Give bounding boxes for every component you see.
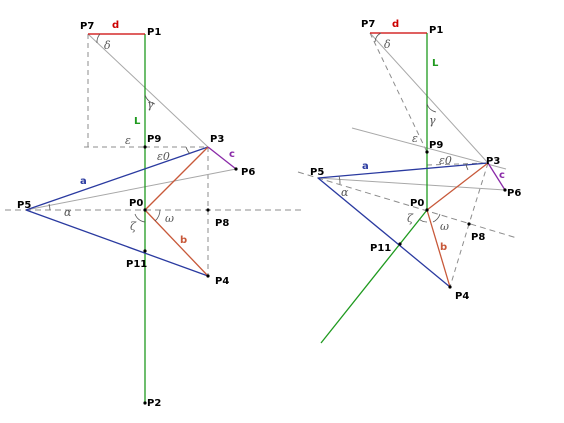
label-p3-right: P3 xyxy=(486,156,500,167)
link-p0-p3-right xyxy=(426,162,489,211)
point-p11-dot-right xyxy=(398,242,402,246)
dash-epsilon0-line xyxy=(426,162,489,166)
label-delta: δ xyxy=(104,39,111,52)
line-p5-p6 xyxy=(25,168,237,211)
label-epsilon0-right: ε0 xyxy=(439,154,452,167)
point-p0-dot xyxy=(143,208,147,212)
label-p3: P3 xyxy=(210,134,224,145)
link-b xyxy=(144,209,209,277)
label-p2: P2 xyxy=(147,398,161,409)
label-p6-right: P6 xyxy=(507,188,521,199)
label-c: c xyxy=(229,149,235,160)
label-p1-right: P1 xyxy=(429,25,443,36)
dash-p8-p4 xyxy=(449,223,470,288)
label-p5-right: P5 xyxy=(310,167,324,178)
label-p7: P7 xyxy=(80,21,94,32)
label-zeta-right: ζ xyxy=(407,212,414,225)
point-p8-dot xyxy=(206,208,210,212)
label-p8: P8 xyxy=(215,218,229,229)
label-p9-right: P9 xyxy=(429,140,443,151)
point-p9-dot-right xyxy=(425,150,429,154)
label-p9: P9 xyxy=(147,134,161,145)
label-epsilon-right: ε xyxy=(412,132,418,145)
arc-delta xyxy=(96,33,101,44)
label-p6: P6 xyxy=(241,167,255,178)
link-p5-p4 xyxy=(25,209,209,277)
dash-p5-diagonal xyxy=(297,171,518,239)
label-p11-right: P11 xyxy=(370,243,391,254)
dash-p7-p9-diagonal xyxy=(369,32,428,153)
label-c-right: c xyxy=(499,170,505,181)
arc-alpha xyxy=(48,203,51,211)
arc-gamma-right xyxy=(426,103,437,113)
label-L-right: L xyxy=(432,58,439,69)
line-horizon-gray xyxy=(351,127,507,170)
arc-gamma xyxy=(144,94,156,105)
link-c xyxy=(207,146,237,170)
label-p4: P4 xyxy=(215,276,229,287)
arc-delta-right xyxy=(374,32,382,43)
link-p0-p3 xyxy=(144,146,209,211)
link-a xyxy=(25,146,209,211)
line-p7-p3-right xyxy=(369,32,489,164)
point-p2-dot xyxy=(143,401,147,405)
label-epsilon0: ε0 xyxy=(157,150,170,163)
label-omega-right: ω xyxy=(440,220,449,233)
label-p7-right: P7 xyxy=(361,19,375,30)
label-p8-right: P8 xyxy=(471,232,485,243)
arc-alpha-right xyxy=(338,175,341,185)
label-p0-right: P0 xyxy=(410,198,424,209)
label-b: b xyxy=(180,235,187,246)
link-c-right xyxy=(487,162,506,191)
point-p6-dot-right xyxy=(503,188,507,192)
line-p5-p6-right xyxy=(317,177,506,191)
label-b-right: b xyxy=(440,242,447,253)
point-p4-dot xyxy=(206,274,210,278)
line-p7-p3 xyxy=(87,33,209,148)
right-diagram: P7 P1 P9 P3 P5 P6 P0 P8 P11 P4 d L a b c… xyxy=(297,19,521,344)
point-p0-dot-right xyxy=(425,208,429,212)
arc-omega xyxy=(154,209,161,222)
link-a-right xyxy=(317,162,489,179)
label-p0: P0 xyxy=(129,198,143,209)
label-L: L xyxy=(134,116,141,127)
label-omega: ω xyxy=(165,212,174,225)
label-p5: P5 xyxy=(17,200,31,211)
point-p8-dot-right xyxy=(467,222,471,226)
label-delta-right: δ xyxy=(384,38,391,51)
label-a-right: a xyxy=(362,161,369,172)
dash-p3-p8 xyxy=(468,162,489,225)
label-gamma: γ xyxy=(147,98,154,111)
label-d: d xyxy=(112,20,119,31)
point-p9-dot xyxy=(143,145,147,149)
label-gamma-right: γ xyxy=(429,114,436,127)
label-zeta: ζ xyxy=(130,220,137,233)
arc-omega-right xyxy=(432,213,441,223)
point-p6-dot xyxy=(234,167,238,171)
label-epsilon: ε xyxy=(125,134,131,147)
point-p4-dot-right xyxy=(448,285,452,289)
label-alpha: α xyxy=(64,206,72,219)
arc-epsilon0-right xyxy=(465,163,469,171)
arc-zeta xyxy=(134,213,146,223)
label-d-right: d xyxy=(392,19,399,30)
label-a: a xyxy=(80,176,87,187)
left-diagram: P7 P1 P9 P3 P6 P5 P0 P8 P11 P4 P2 d L a … xyxy=(5,20,305,409)
link-green-lower-right xyxy=(320,209,428,344)
link-b-right xyxy=(426,209,451,288)
arc-zeta-right xyxy=(418,218,428,223)
link-p5-p4-right xyxy=(317,177,451,288)
arc-epsilon0 xyxy=(185,146,191,155)
label-p1: P1 xyxy=(147,27,161,38)
label-p11: P11 xyxy=(126,259,147,270)
label-alpha-right: α xyxy=(341,186,349,199)
label-p4-right: P4 xyxy=(455,291,469,302)
point-p11-dot xyxy=(143,249,147,253)
